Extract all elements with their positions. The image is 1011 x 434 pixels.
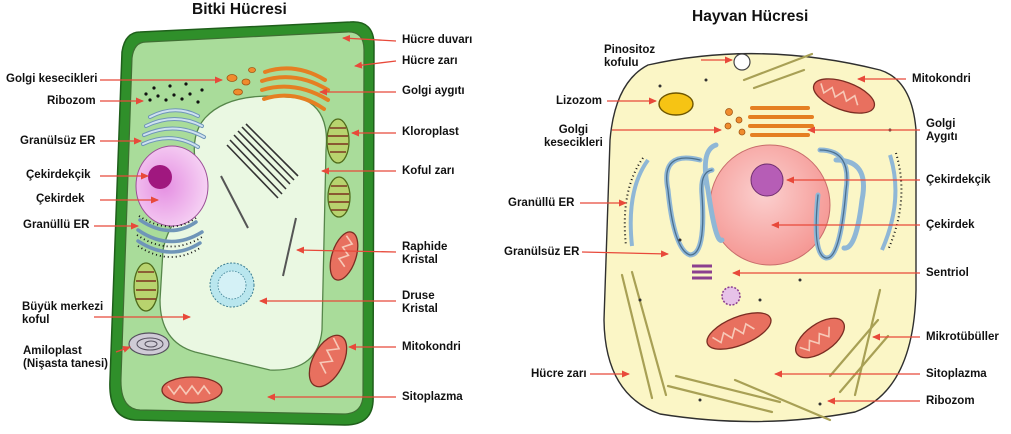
label-plant-vacuole-membrane: Koful zarı [402, 165, 455, 177]
label-animal-cell-membrane: Hücre zarı [531, 368, 587, 380]
label-druse-crystal: Druse Kristal [402, 290, 438, 315]
amyloplast-shape [128, 332, 170, 356]
label-animal-golgi-vesicles: Golgi kesecikleri [544, 124, 603, 149]
plant-mitochondrion [308, 334, 348, 388]
label-plant-rough-er: Granüllü ER [23, 219, 90, 231]
label-centriole: Sentriol [926, 267, 969, 279]
raphide-bundle [226, 123, 299, 199]
plant-ribosomes [144, 82, 204, 104]
animal-mitochondrion [706, 312, 772, 350]
label-plant-cell-membrane: Hücre zarı [402, 55, 458, 67]
lysosome-shape [658, 92, 694, 116]
label-pinocytosis-vesicle: Pinositoz kofulu [604, 44, 656, 69]
label-plant-cytoplasm: Sitoplazma [402, 391, 463, 403]
plant-cell [109, 21, 375, 426]
label-animal-smooth-er: Granülsüz ER [504, 246, 580, 258]
plant-nucleus [135, 145, 209, 227]
label-plant-nucleus: Çekirdek [36, 193, 85, 205]
centriole-shape [692, 264, 741, 306]
plant-golgi-vesicles [226, 67, 256, 96]
raphide-crystal-shape [220, 175, 249, 229]
plant-chloroplast [326, 118, 350, 164]
label-animal-mitochondria-top: Mitokondri [912, 73, 971, 85]
plant-mitochondrion [161, 376, 223, 404]
animal-golgi-apparatus [748, 106, 814, 137]
label-microtubules: Mikrotübüller [926, 331, 999, 343]
animal-mitochondrion [812, 78, 876, 114]
label-arrows [94, 34, 920, 405]
raphide-crystal-shape [282, 217, 297, 277]
plant-cell-title: Bitki Hücresi [192, 1, 287, 18]
label-plant-golgi-vesicles: Golgi kesecikleri [6, 73, 98, 85]
label-animal-nucleus: Çekirdek [926, 219, 975, 231]
plant-rough-er [136, 218, 204, 254]
label-amyloplast: Amiloplast (Nişasta tanesi) [23, 345, 109, 370]
label-animal-rough-er: Granüllü ER [508, 197, 575, 209]
label-plant-golgi-apparatus: Golgi aygıtı [402, 85, 465, 97]
label-plant-cell-wall: Hücre duvarı [402, 34, 473, 46]
label-lysosome: Lizozom [556, 95, 602, 107]
animal-cell-title: Hayvan Hücresi [692, 8, 809, 25]
label-raphide-crystal: Raphide Kristal [402, 241, 448, 266]
animal-cell [603, 52, 917, 423]
label-animal-golgi-apparatus: Golgi Aygıtı [926, 118, 958, 143]
animal-rough-er [628, 154, 898, 251]
label-plant-mitochondria: Mitokondri [402, 341, 461, 353]
plant-chloroplast [133, 262, 159, 312]
druse-crystal-shape [209, 262, 255, 308]
label-plant-nucleolus: Çekirdekçik [26, 169, 91, 181]
label-animal-cytoplasm: Sitoplazma [926, 368, 987, 380]
plant-nucleolus [148, 165, 172, 189]
animal-nucleus [709, 144, 831, 266]
label-plant-ribosome: Ribozom [47, 95, 96, 107]
plant-chloroplast [327, 176, 351, 218]
label-central-vacuole: Büyük merkezi koful [22, 301, 104, 326]
animal-ribosomes [638, 78, 892, 406]
label-plant-smooth-er: Granülsüz ER [20, 135, 96, 147]
animal-nucleolus [750, 163, 784, 197]
plant-golgi-apparatus [260, 66, 330, 111]
label-plant-chloroplast: Kloroplast [402, 126, 459, 138]
label-animal-nucleolus: Çekirdekçik [926, 174, 991, 186]
pinocytosis-vesicle [733, 53, 751, 71]
animal-microtubules [620, 52, 890, 422]
animal-mitochondrion [795, 317, 845, 359]
label-animal-ribosome: Ribozom [926, 395, 975, 407]
animal-golgi-vesicles [724, 108, 746, 136]
